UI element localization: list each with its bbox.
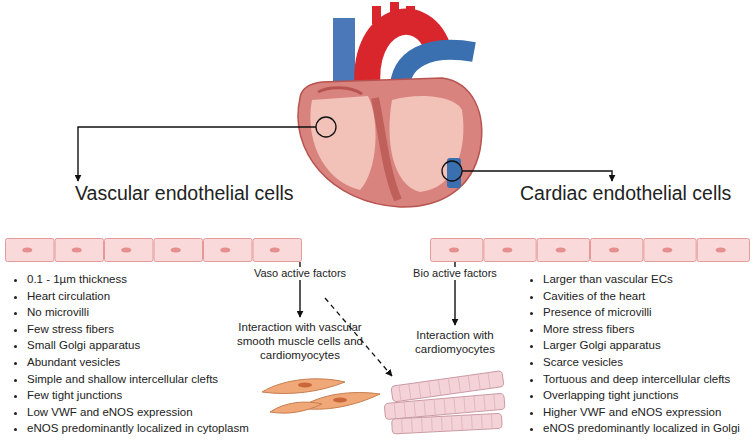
- endothelial-cell: [484, 239, 536, 262]
- bullet-item: Cavities of the heart: [543, 288, 740, 305]
- heart-cavity: [389, 96, 463, 192]
- leader-arrow: [78, 127, 316, 181]
- cardiomyocyte: [392, 413, 503, 434]
- vena-cava: [333, 18, 355, 88]
- nucleus: [270, 248, 280, 253]
- nucleus: [121, 248, 131, 253]
- bullet-item: Low VWF and eNOS expression: [27, 404, 249, 421]
- bullet-item: Few tight junctions: [27, 387, 249, 404]
- bullet-item: Simple and shallow intercellular clefts: [27, 371, 249, 388]
- endothelial-cell: [105, 239, 154, 262]
- nucleus: [220, 248, 230, 253]
- aorta-branch: [372, 6, 381, 24]
- cell-body: [253, 239, 302, 262]
- endothelial-cell: [431, 239, 483, 262]
- bullet-item: Scarce vesicles: [543, 354, 740, 371]
- endothelial-layer: Vascular endothelial cells: [5, 238, 302, 262]
- node-label: Interaction with cardiomyocytes: [393, 328, 517, 356]
- cell-body: [105, 239, 154, 262]
- leader-arrow: [462, 171, 612, 181]
- bullet-item: Few stress fibers: [27, 321, 249, 338]
- endothelial-cell: [6, 239, 55, 262]
- smooth-muscle-cell: [262, 379, 345, 394]
- bullet-item: Overlapping tight junctions: [543, 387, 740, 404]
- cell-body: [697, 239, 749, 262]
- bullet-item: Presence of microvilli: [543, 304, 740, 321]
- endothelial-cell: [697, 239, 749, 262]
- endothelial-cell: [537, 239, 589, 262]
- bullet-item: Higher VWF and eNOS expression: [543, 404, 740, 421]
- nucleus: [333, 398, 347, 403]
- cell-body: [537, 239, 589, 262]
- nucleus: [502, 248, 512, 253]
- section-heading: Cardiac endothelial cells: [520, 182, 731, 204]
- cardiomyocytes: [384, 371, 505, 434]
- node-label: Interaction with vascular smooth muscle …: [235, 320, 365, 362]
- edge-label: Vaso active factors: [252, 267, 348, 280]
- bullet-item: 0.1 - 1µm thickness: [27, 271, 249, 288]
- vessel: [447, 158, 461, 188]
- endothelial-layer: Cardiac endothelial cells: [430, 238, 750, 262]
- bullet-item: No microvilli: [27, 304, 249, 321]
- cell-body: [484, 239, 536, 262]
- endothelial-cell: [644, 239, 696, 262]
- endothelial-cell: [204, 239, 253, 262]
- nucleus: [171, 248, 181, 253]
- aorta-branch: [390, 2, 399, 18]
- nucleus: [609, 248, 619, 253]
- bullet-item: eNOS predominantly localized in cytoplas…: [27, 420, 249, 437]
- striations: [402, 414, 493, 434]
- section-heading: Vascular endothelial cells: [75, 182, 294, 204]
- cell-body: [204, 239, 253, 262]
- nucleus: [662, 248, 672, 253]
- nucleus: [72, 248, 82, 253]
- interaction-text: Interaction with cardiomyocytes: [393, 328, 517, 356]
- endothelial-cell: [154, 239, 203, 262]
- edge-label: Bio active factors: [411, 267, 499, 280]
- zoom-circle: [316, 117, 336, 137]
- interaction-text: Interaction with vascular smooth muscle …: [235, 320, 365, 362]
- aorta-branch: [406, 6, 415, 22]
- cell-band: [5, 238, 302, 262]
- bullet-list: Larger than vascular ECsCavities of the …: [526, 271, 740, 437]
- bullet-item: Heart circulation: [27, 288, 249, 305]
- endothelial-cell: [55, 239, 104, 262]
- cell-body: [55, 239, 104, 262]
- endothelial-cell: [591, 239, 643, 262]
- nucleus: [556, 248, 566, 253]
- bullet-item: Larger Golgi apparatus: [543, 337, 740, 354]
- bullet-item: More stress fibers: [543, 321, 740, 338]
- heart-illustration: [298, 2, 482, 207]
- endothelial-cell: [253, 239, 302, 262]
- cell-band: [430, 238, 750, 262]
- heart-cavity: [310, 96, 375, 190]
- smooth-muscle-cell: [270, 402, 322, 413]
- cell-body: [644, 239, 696, 262]
- bullet-item: Tortuous and deep intercellular clefts: [543, 371, 740, 388]
- bullet-list: 0.1 - 1µm thicknessHeart circulationNo m…: [10, 271, 249, 437]
- cell-body: [6, 239, 55, 262]
- cell-body: [591, 239, 643, 262]
- heart-wall: [298, 78, 482, 207]
- nucleus: [22, 248, 32, 253]
- bullet-item: Abundant vesicles: [27, 354, 249, 371]
- nucleus: [449, 248, 459, 253]
- cell-body: [431, 239, 483, 262]
- zoom-circle: [442, 161, 462, 181]
- valve: [318, 88, 362, 94]
- nucleus: [716, 248, 726, 253]
- bullet-item: Small Golgi apparatus: [27, 337, 249, 354]
- cell-body: [154, 239, 203, 262]
- bullet-item: Larger than vascular ECs: [543, 271, 740, 288]
- bullet-item: eNOS predominantly localized in Golgi: [543, 420, 740, 437]
- smooth-muscle-cells: [262, 379, 380, 413]
- septum: [375, 98, 398, 200]
- nucleus: [298, 383, 312, 388]
